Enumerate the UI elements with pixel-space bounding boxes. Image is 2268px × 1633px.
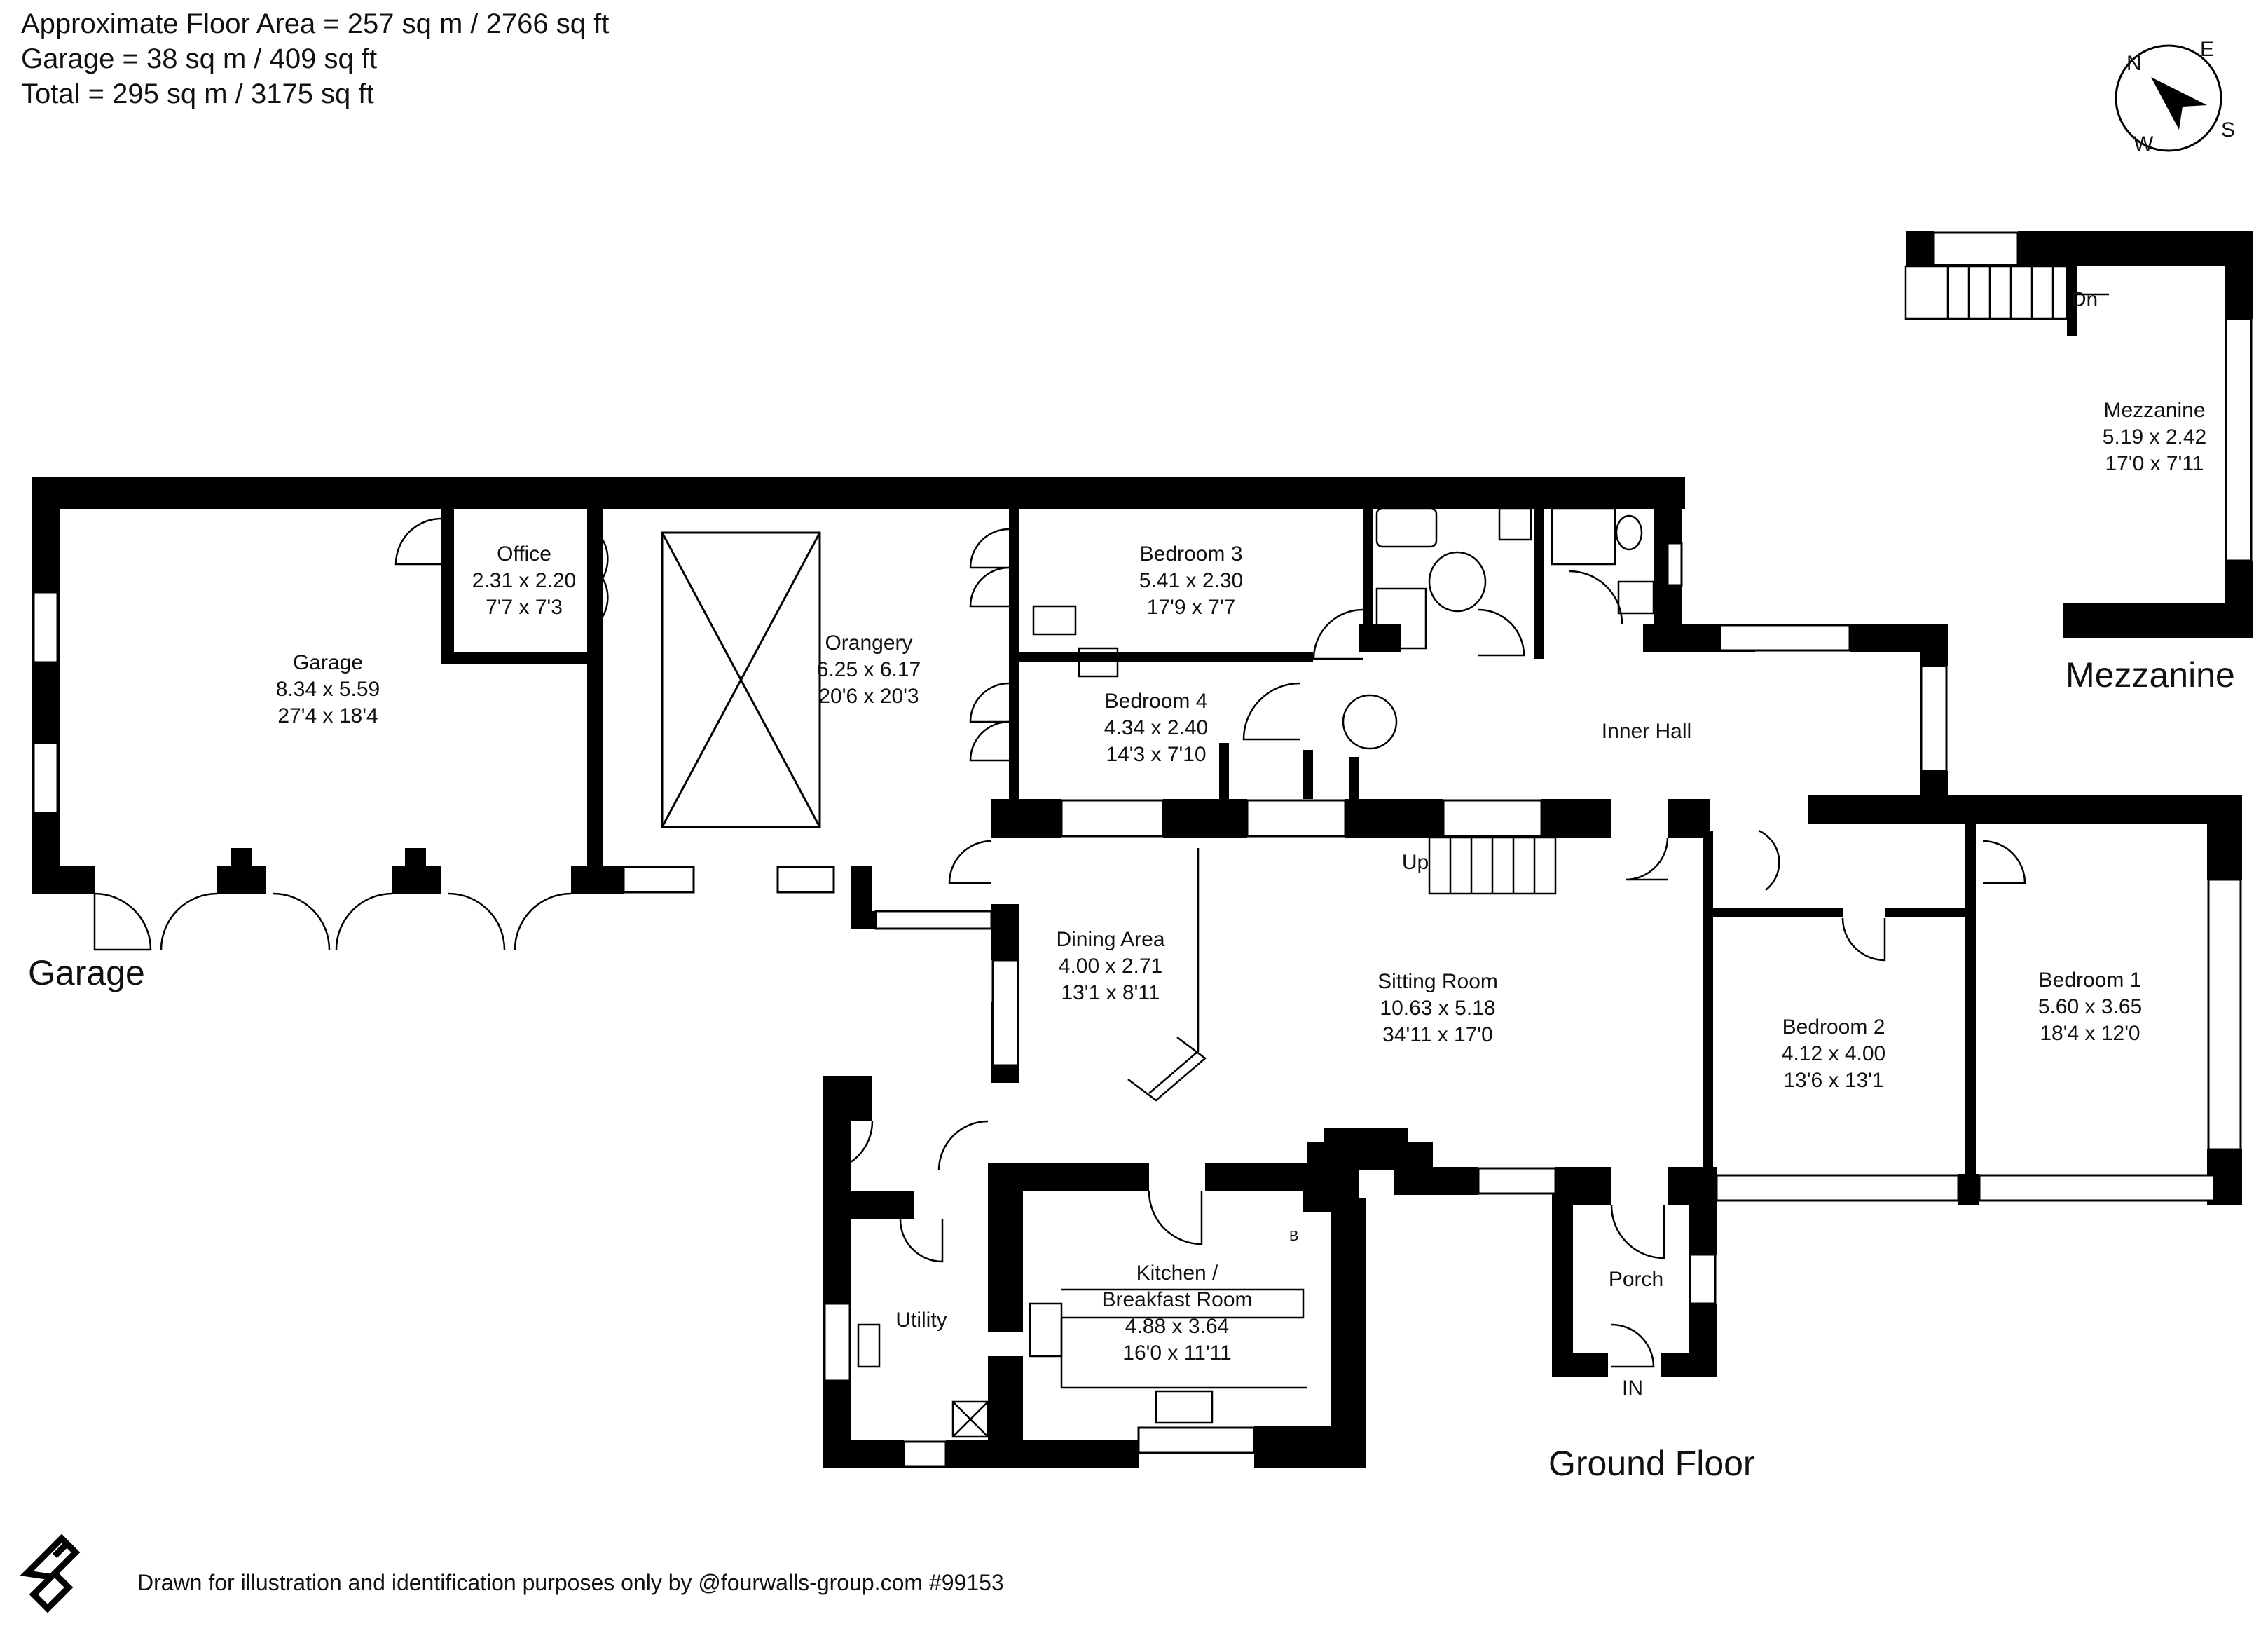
ground-floor-title: Ground Floor: [1548, 1444, 1755, 1483]
svg-text:13'6 x 13'1: 13'6 x 13'1: [1783, 1069, 1883, 1092]
compass-n: N: [2126, 52, 2142, 75]
room-orangery: Orangery 6.25 x 6.17 20'6 x 20'3: [817, 631, 921, 708]
room-bedroom-4: Bedroom 4 4.34 x 2.40 14'3 x 7'10: [1104, 690, 1208, 766]
svg-text:17'0 x 7'11: 17'0 x 7'11: [2105, 452, 2204, 475]
boiler-label: B: [1289, 1229, 1298, 1244]
in-label: IN: [1622, 1376, 1643, 1400]
svg-text:4.00 x 2.71: 4.00 x 2.71: [1059, 955, 1162, 978]
svg-text:4.12 x 4.00: 4.12 x 4.00: [1782, 1042, 1885, 1065]
svg-text:17'9 x 7'7: 17'9 x 7'7: [1147, 596, 1236, 619]
utility-label: Utility: [895, 1309, 947, 1332]
svg-text:10.63 x 5.18: 10.63 x 5.18: [1380, 997, 1495, 1020]
svg-text:34'11 x 17'0: 34'11 x 17'0: [1382, 1023, 1493, 1046]
fourwalls-logo-icon: [20, 1533, 81, 1613]
room-sitting-room: Sitting Room 10.63 x 5.18 34'11 x 17'0: [1377, 970, 1498, 1046]
garage-area-text: Garage = 38 sq m / 409 sq ft: [21, 43, 378, 74]
compass: N E S W: [2115, 38, 2235, 156]
floor-area-text: Approximate Floor Area = 257 sq m / 2766…: [21, 8, 610, 39]
svg-text:6.25 x 6.17: 6.25 x 6.17: [817, 658, 921, 681]
fittings: [857, 507, 1655, 1438]
roof-lantern: [661, 531, 821, 828]
svg-text:5.60 x 3.65: 5.60 x 3.65: [2038, 995, 2142, 1018]
svg-text:13'1 x 8'11: 13'1 x 8'11: [1061, 981, 1160, 1004]
svg-text:18'4 x 12'0: 18'4 x 12'0: [2040, 1022, 2140, 1045]
porch-label: Porch: [1609, 1268, 1663, 1291]
svg-text:Sitting Room: Sitting Room: [1377, 970, 1498, 993]
svg-text:Orangery: Orangery: [825, 631, 912, 655]
room-kitchen: Kitchen / Breakfast Room 4.88 x 3.64 16'…: [1101, 1262, 1252, 1365]
garage-floor-title: Garage: [28, 953, 145, 992]
dn-label: Dn: [2071, 288, 2098, 311]
svg-text:Bedroom 1: Bedroom 1: [2039, 969, 2142, 992]
svg-text:Bedroom 4: Bedroom 4: [1105, 690, 1208, 713]
svg-text:4.34 x 2.40: 4.34 x 2.40: [1104, 716, 1208, 739]
svg-text:14'3 x 7'10: 14'3 x 7'10: [1106, 743, 1206, 766]
svg-text:Office: Office: [497, 542, 551, 566]
svg-text:7'7 x 7'3: 7'7 x 7'3: [486, 596, 563, 619]
svg-text:Mezzanine: Mezzanine: [2103, 399, 2205, 422]
svg-text:Bedroom 2: Bedroom 2: [1782, 1016, 1885, 1039]
windows: [32, 231, 2253, 1468]
svg-text:Kitchen /: Kitchen /: [1136, 1262, 1218, 1285]
mezzanine-floor-title: Mezzanine: [2066, 655, 2235, 695]
svg-text:20'6 x 20'3: 20'6 x 20'3: [818, 685, 919, 708]
room-bedroom-2: Bedroom 2 4.12 x 4.00 13'6 x 13'1: [1782, 1016, 1885, 1092]
door-swings: [93, 517, 2026, 1368]
room-office: Office 2.31 x 2.20 7'7 x 7'3: [472, 542, 576, 619]
room-name: Garage: [293, 651, 363, 674]
room-garage: Garage 8.34 x 5.59 27'4 x 18'4: [276, 651, 380, 727]
room-bedroom-3: Bedroom 3 5.41 x 2.30 17'9 x 7'7: [1139, 542, 1243, 619]
total-area-text: Total = 295 sq m / 3175 sq ft: [21, 78, 374, 109]
room-imperial: 27'4 x 18'4: [277, 704, 378, 727]
room-metric: 8.34 x 5.59: [276, 678, 380, 701]
stairs: [1428, 265, 2109, 895]
walls: [32, 231, 2253, 1468]
compass-e: E: [2200, 38, 2214, 61]
inner-hall-label: Inner Hall: [1602, 720, 1691, 743]
svg-text:2.31 x 2.20: 2.31 x 2.20: [472, 569, 576, 592]
svg-text:16'0 x 11'11: 16'0 x 11'11: [1122, 1341, 1231, 1365]
svg-text:Dining Area: Dining Area: [1056, 928, 1164, 951]
room-mezzanine: Mezzanine 5.19 x 2.42 17'0 x 7'11: [2103, 399, 2206, 475]
svg-text:Breakfast Room: Breakfast Room: [1101, 1288, 1252, 1311]
svg-text:4.88 x 3.64: 4.88 x 3.64: [1125, 1315, 1229, 1338]
room-dining-area: Dining Area 4.00 x 2.71 13'1 x 8'11: [1056, 928, 1164, 1004]
room-labels: Garage 8.34 x 5.59 27'4 x 18'4 Office 2.…: [276, 288, 2206, 1400]
compass-s: S: [2221, 118, 2235, 142]
svg-text:5.41 x 2.30: 5.41 x 2.30: [1139, 569, 1243, 592]
svg-text:5.19 x 2.42: 5.19 x 2.42: [2103, 425, 2206, 449]
room-bedroom-1: Bedroom 1 5.60 x 3.65 18'4 x 12'0: [2038, 969, 2142, 1045]
up-label: Up: [1402, 851, 1429, 874]
compass-w: W: [2133, 132, 2154, 156]
svg-text:Bedroom 3: Bedroom 3: [1140, 542, 1243, 566]
footer-disclaimer: Drawn for illustration and identificatio…: [137, 1570, 1004, 1595]
